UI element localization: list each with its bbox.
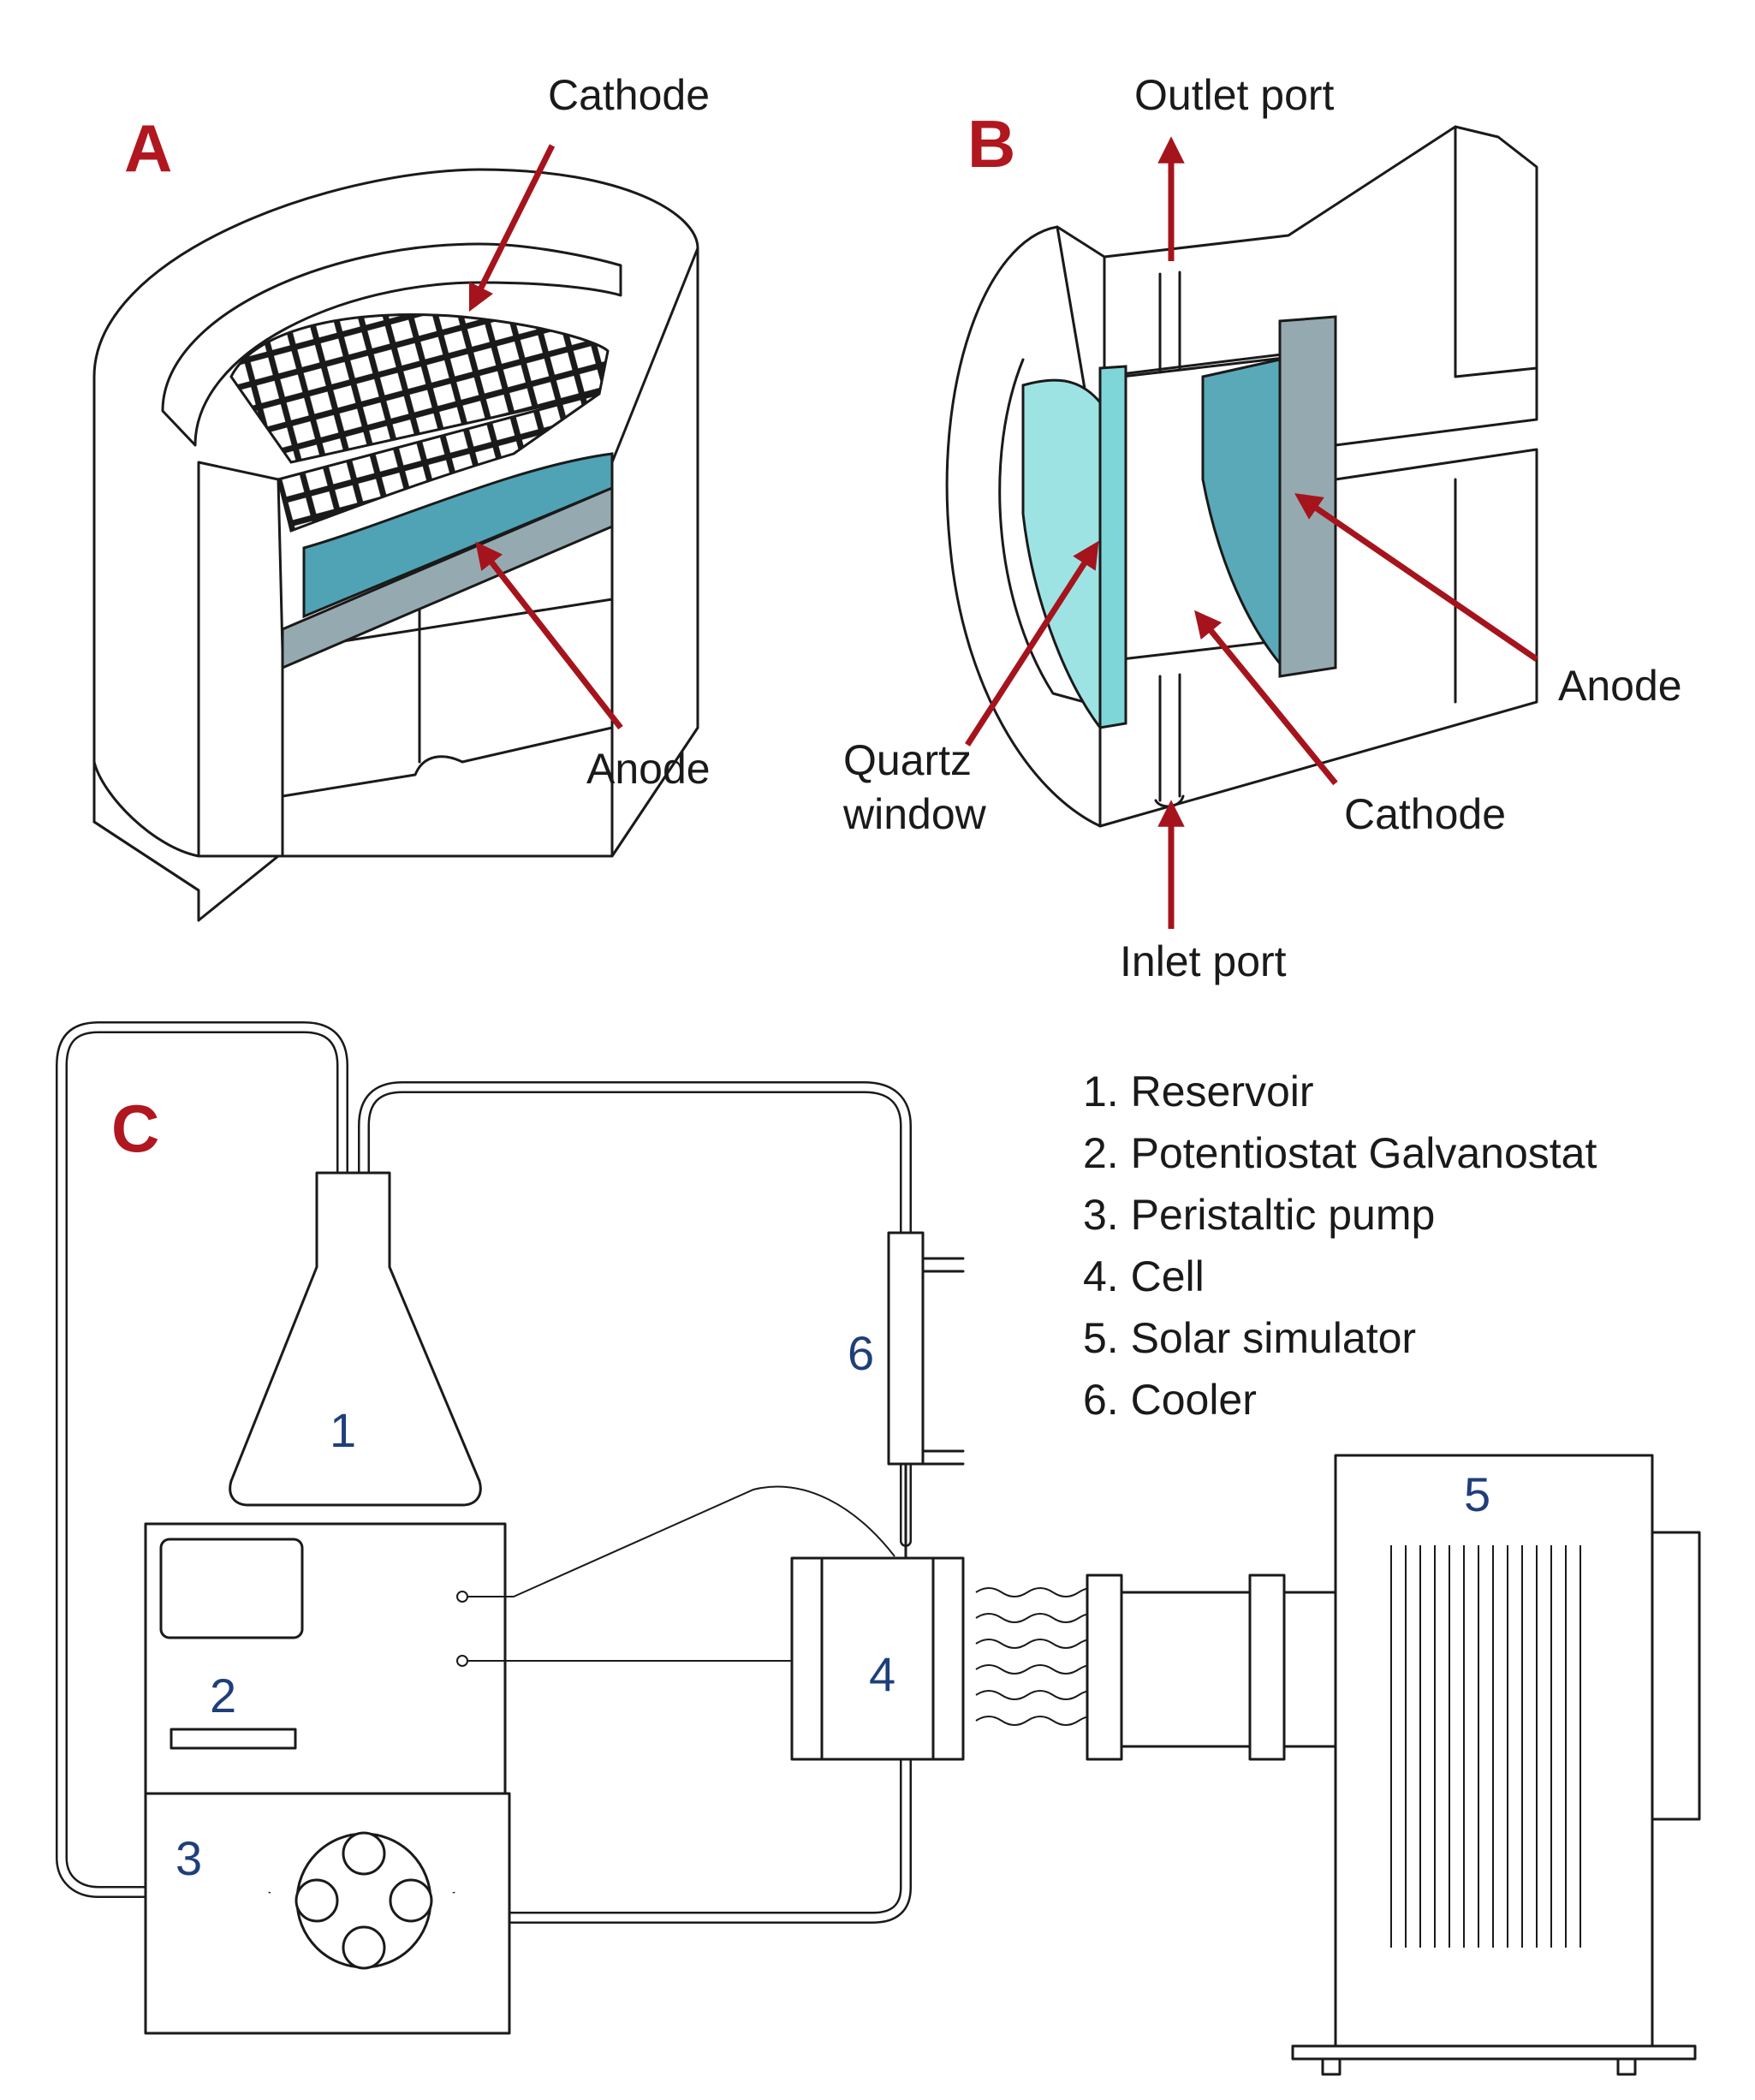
- panel-c: C 1 2: [56, 1021, 1701, 2076]
- reservoir-number: 1: [330, 1403, 356, 1457]
- potentiostat-number: 2: [210, 1669, 236, 1722]
- panel-a-cathode-arrow: [468, 144, 556, 312]
- solar-number: 5: [1464, 1467, 1490, 1521]
- legend-item-cell: 4. Cell: [1083, 1252, 1205, 1300]
- cathode-mesh-lower: [277, 392, 600, 532]
- anode-b: [1278, 315, 1337, 678]
- panel-b-anode-arrow: [1294, 493, 1538, 662]
- cooler: 6: [848, 1231, 965, 1560]
- anode-region: [302, 452, 614, 619]
- panel-a-letter: A: [124, 110, 172, 186]
- anode-plate: [281, 485, 614, 670]
- solar-simulator: 5: [1086, 1454, 1701, 2076]
- panel-b-quartz-arrow: [965, 540, 1099, 747]
- legend-item-potentiostat: 2. Potentiostat Galvanostat: [1083, 1129, 1597, 1177]
- cooler-number: 6: [848, 1326, 874, 1380]
- panel-b-anode-label: Anode: [1558, 662, 1682, 710]
- tubing: [56, 1021, 912, 1924]
- wire-top: [467, 1485, 895, 1597]
- legend: 1. Reservoir 2. Potentiostat Galvanostat…: [1083, 1068, 1597, 1424]
- legend-item-pump: 3. Peristaltic pump: [1083, 1191, 1435, 1239]
- panel-b-quartz-label-line2: window: [842, 790, 987, 838]
- cathode-b: [1201, 358, 1282, 668]
- panel-a-anode-label: Anode: [586, 745, 711, 793]
- legend-item-cooler: 6. Cooler: [1083, 1376, 1257, 1424]
- panel-b-letter: B: [967, 106, 1015, 181]
- panel-b-cathode-label: Cathode: [1344, 790, 1506, 838]
- cathode-mesh: [229, 313, 610, 464]
- panel-c-letter: C: [111, 1091, 159, 1166]
- panel-a-cathode-label: Cathode: [548, 71, 710, 119]
- panel-b-inlet-label: Inlet port: [1120, 937, 1287, 985]
- panel-a: A Cathode Anode: [92, 71, 711, 922]
- panel-b-quartz-label-line1: Quartz: [843, 736, 972, 784]
- panel-b-cathode-arrow: [1194, 610, 1338, 786]
- pump-number: 3: [176, 1831, 202, 1885]
- peristaltic-pump: 3: [144, 1792, 511, 2035]
- legend-item-solar: 5. Solar simulator: [1083, 1314, 1416, 1362]
- quartz-window: [1021, 378, 1102, 732]
- panel-b-outlet-label: Outlet port: [1134, 71, 1335, 119]
- panel-a-anode-arrow: [475, 541, 623, 730]
- light-waves: [975, 1587, 1105, 1726]
- reservoir-flask: [229, 1171, 482, 1507]
- cell-number: 4: [869, 1647, 895, 1701]
- panel-b: B Outlet: [842, 71, 1682, 985]
- legend-item-reservoir: 1. Reservoir: [1083, 1068, 1314, 1115]
- cell: 4: [790, 1556, 965, 1761]
- quartz-window-face: [1098, 365, 1127, 729]
- potentiostat: 2: [144, 1522, 507, 1804]
- solar-vents: [1390, 1545, 1581, 1948]
